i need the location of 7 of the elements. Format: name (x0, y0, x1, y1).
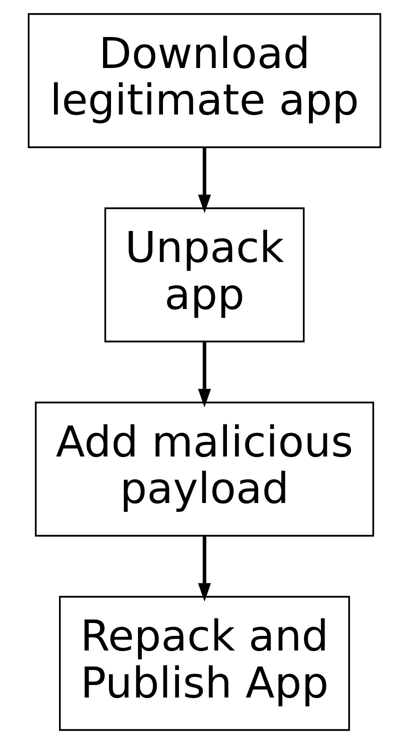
node-box: Add malicious payload (34, 402, 374, 537)
node-box: Unpack app (104, 207, 304, 342)
arrow (198, 536, 210, 602)
node-box: Repack and Publish App (58, 596, 350, 731)
arrow (198, 147, 210, 214)
node-box: Download legitimate app (27, 13, 381, 148)
arrow (198, 342, 210, 408)
